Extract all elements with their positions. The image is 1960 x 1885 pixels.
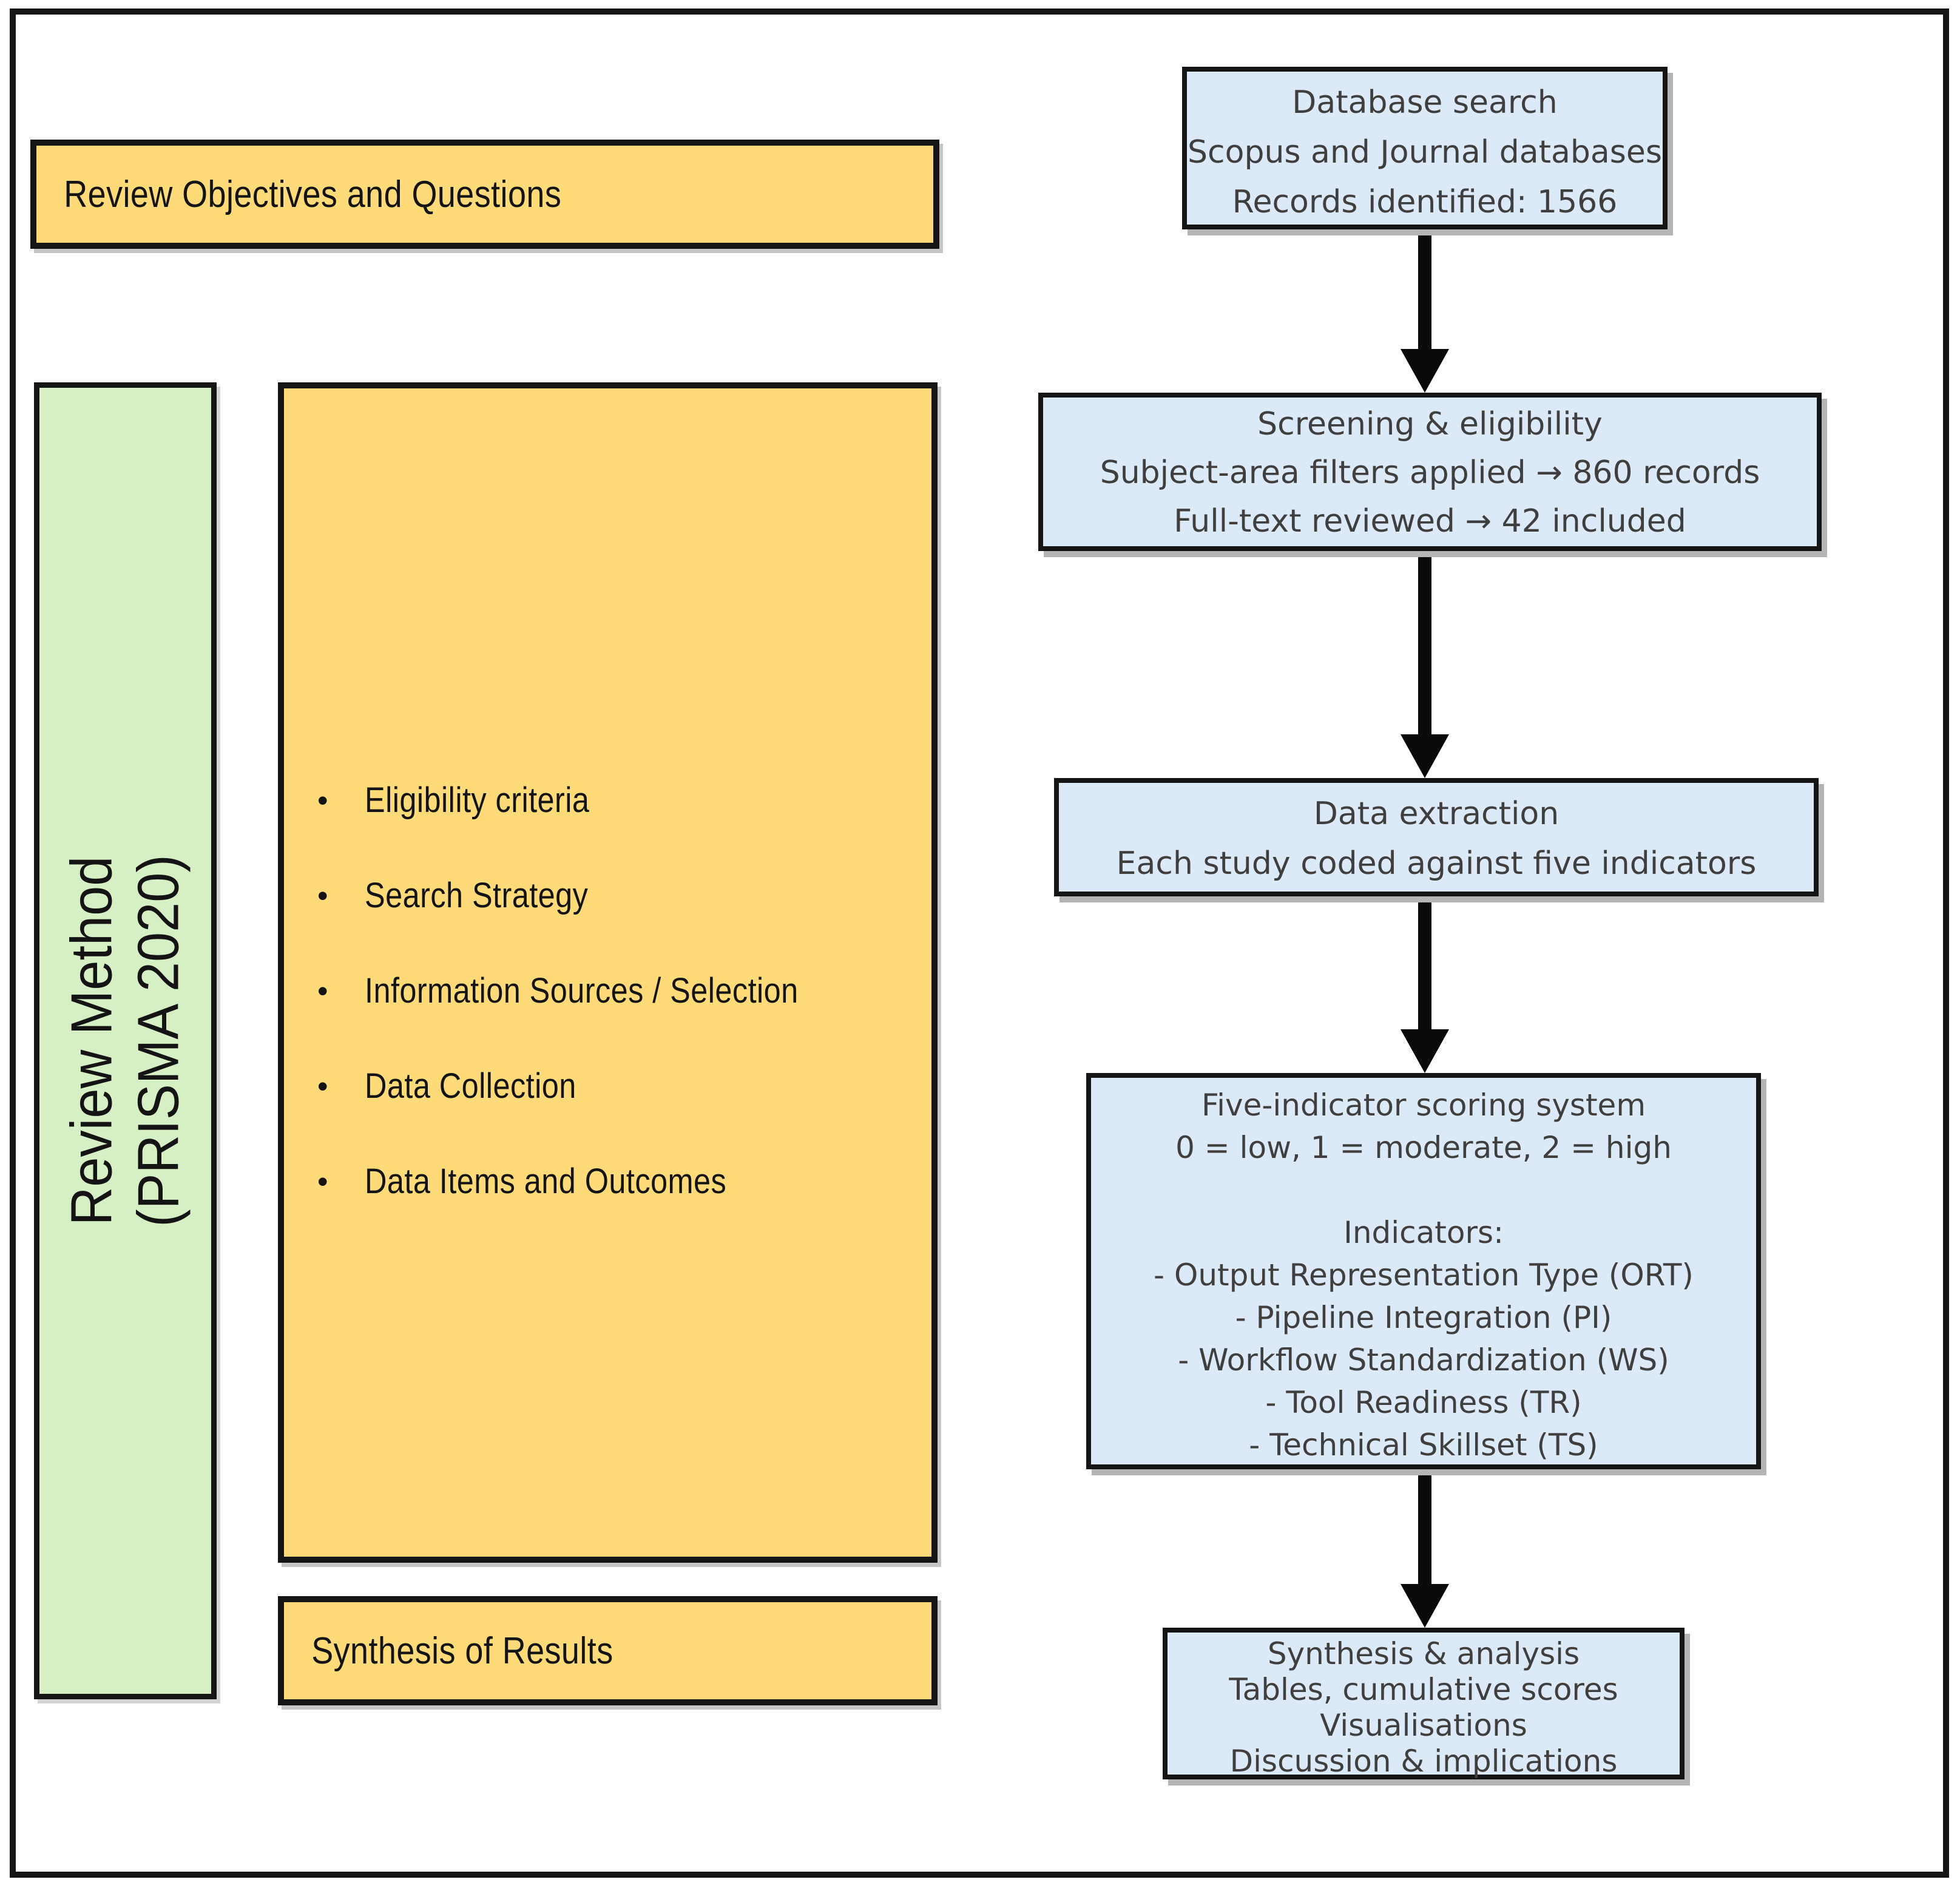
- flow-line: Data extraction: [1313, 796, 1560, 832]
- synthesis-of-results-label: Synthesis of Results: [311, 1629, 613, 1672]
- review-objectives-box: Review Objectives and Questions: [30, 140, 939, 249]
- arrow-shaft: [1418, 1475, 1431, 1587]
- review-method-line1: Review Method: [59, 856, 124, 1226]
- flow-box-synthesis-analysis: Synthesis & analysis Tables, cumulative …: [1163, 1628, 1685, 1779]
- flow-line: - Pipeline Integration (PI): [1235, 1300, 1612, 1335]
- flow-line: - Tool Readiness (TR): [1265, 1385, 1582, 1420]
- flow-box-scoring-system: Five-indicator scoring system 0 = low, 1…: [1086, 1073, 1761, 1469]
- flow-box-screening-eligibility: Screening & eligibility Subject-area fil…: [1038, 393, 1822, 551]
- list-item: • Data Items and Outcomes: [284, 1134, 931, 1229]
- review-method-label: Review Method (PRISMA 2020): [59, 855, 192, 1227]
- flow-line: Screening & eligibility: [1257, 406, 1603, 442]
- bullet-icon: •: [317, 783, 328, 817]
- flow-arrow-down-icon: [1401, 557, 1449, 778]
- bullet-icon: •: [317, 1069, 328, 1103]
- arrow-head: [1401, 1029, 1449, 1073]
- list-item: • Information Sources / Selection: [284, 943, 931, 1038]
- arrow-head: [1401, 1584, 1449, 1628]
- flow-line: Database search: [1292, 84, 1558, 121]
- flow-line: Each study coded against five indicators: [1116, 845, 1757, 882]
- review-objectives-label: Review Objectives and Questions: [64, 173, 562, 215]
- flow-line: Scopus and Journal databases: [1188, 134, 1662, 171]
- review-method-box: Review Method (PRISMA 2020): [34, 382, 217, 1699]
- flow-arrow-down-icon: [1401, 1475, 1449, 1628]
- list-item-label: Data Collection: [365, 1066, 576, 1106]
- flow-line: Tables, cumulative scores: [1229, 1672, 1618, 1707]
- flow-box-database-search: Database search Scopus and Journal datab…: [1182, 67, 1668, 229]
- flow-line: Full-text reviewed → 42 included: [1174, 503, 1686, 540]
- flow-line: Discussion & implications: [1229, 1744, 1618, 1779]
- arrow-head: [1401, 734, 1449, 778]
- bullet-icon: •: [317, 1164, 328, 1199]
- arrow-shaft: [1418, 557, 1431, 737]
- list-item: • Data Collection: [284, 1038, 931, 1134]
- flow-line: Visualisations: [1320, 1708, 1527, 1743]
- flow-line: Subject-area filters applied → 860 recor…: [1100, 455, 1760, 491]
- arrow-shaft: [1418, 902, 1431, 1032]
- outer-frame: [10, 8, 1949, 1878]
- flow-line: Records identified: 1566: [1232, 184, 1618, 220]
- list-item-label: Data Items and Outcomes: [365, 1162, 727, 1201]
- review-method-label-wrap: Review Method (PRISMA 2020): [39, 388, 211, 1694]
- arrow-head: [1401, 349, 1449, 393]
- list-item-label: Search Strategy: [365, 876, 589, 915]
- bullet-icon: •: [317, 973, 328, 1008]
- list-item: • Search Strategy: [284, 848, 931, 943]
- flow-line: - Technical Skillset (TS): [1249, 1427, 1598, 1463]
- flow-box-data-extraction: Data extraction Each study coded against…: [1054, 778, 1819, 896]
- synthesis-of-results-box: Synthesis of Results: [278, 1596, 938, 1705]
- flow-line: - Output Representation Type (ORT): [1154, 1257, 1694, 1293]
- flow-line: [1091, 1169, 1756, 1211]
- flow-arrow-down-icon: [1401, 235, 1449, 393]
- list-item-label: Information Sources / Selection: [365, 971, 799, 1010]
- flow-line: Indicators:: [1343, 1215, 1504, 1250]
- method-details-box: • Eligibility criteria • Search Strategy…: [278, 382, 938, 1563]
- flow-line: Five-indicator scoring system: [1201, 1088, 1646, 1123]
- review-method-line2: (PRISMA 2020): [126, 855, 191, 1227]
- flow-line: 0 = low, 1 = moderate, 2 = high: [1175, 1130, 1672, 1165]
- list-item-label: Eligibility criteria: [365, 780, 590, 820]
- flow-line: - Workflow Standardization (WS): [1178, 1342, 1669, 1378]
- flow-line: Synthesis & analysis: [1267, 1636, 1580, 1671]
- flow-arrow-down-icon: [1401, 902, 1449, 1073]
- list-item: • Eligibility criteria: [284, 753, 931, 848]
- method-details-list: • Eligibility criteria • Search Strategy…: [284, 388, 931, 1229]
- bullet-icon: •: [317, 878, 328, 913]
- arrow-shaft: [1418, 235, 1431, 352]
